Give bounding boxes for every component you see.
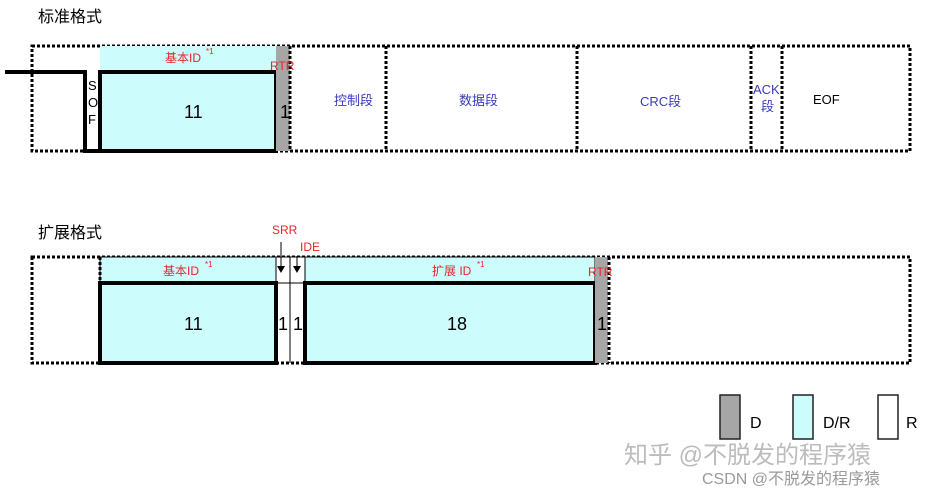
ext-id-sup: *1 xyxy=(477,260,485,269)
standard-format-title: 标准格式 xyxy=(38,8,102,26)
standard-base-id-strip xyxy=(100,46,276,72)
legend-label-dominant-or-recessive: D/R xyxy=(823,415,851,432)
legend-swatch-recessive xyxy=(877,394,899,440)
rtr-label: RTR xyxy=(270,59,295,73)
sof-letter: S xyxy=(88,78,97,93)
eof-field-label: EOF xyxy=(813,92,840,107)
extended-frame: 基本ID *1 11 SRR IDE 1 1 扩展 ID *1 18 RTR 1 xyxy=(30,223,912,365)
ack-field-label-2: 段 xyxy=(761,99,774,114)
standard-frame: S O F 基本ID *1 11 RTR 1 控制段 数据段 CRC段 ACK … xyxy=(5,44,912,153)
legend-label-recessive: R xyxy=(906,415,918,432)
ext-base-id-sup: *1 xyxy=(205,260,213,269)
bus-idle-line xyxy=(5,70,100,153)
crc-field-label: CRC段 xyxy=(640,94,681,109)
rtr-bits: 1 xyxy=(280,102,290,122)
standard-rtr-field xyxy=(276,46,290,151)
legend-swatch-dominant-or-recessive xyxy=(792,394,814,440)
ack-field-label: ACK xyxy=(753,82,780,97)
base-id-sup: *1 xyxy=(206,47,214,56)
base-id-bits: 11 xyxy=(184,102,203,122)
ext-base-id-label: 基本ID xyxy=(163,264,199,278)
srr-arrow-icon xyxy=(277,242,285,273)
ide-arrow-icon xyxy=(293,256,301,273)
extended-rtr-field xyxy=(595,257,608,363)
control-field-label: 控制段 xyxy=(334,93,373,108)
standard-base-id-field xyxy=(98,70,278,153)
ext-id-label: 扩展 ID xyxy=(432,264,472,278)
extended-base-id-field xyxy=(98,281,278,365)
data-field-label: 数据段 xyxy=(459,93,498,108)
sof-letter: F xyxy=(88,112,96,127)
extended-id-strip xyxy=(99,256,596,284)
ext-base-id-bits: 11 xyxy=(184,314,203,334)
sof-letter: O xyxy=(88,95,98,110)
legend-swatch-dominant xyxy=(719,394,741,440)
ext-rtr-label: RTR xyxy=(588,265,613,279)
base-id-label: 基本ID xyxy=(165,51,201,65)
zhihu-watermark: 知乎 @不脱发的程序猿 xyxy=(624,442,871,469)
ide-label: IDE xyxy=(300,240,320,254)
extended-format-title: 扩展格式 xyxy=(38,224,102,242)
ext-rtr-bits: 1 xyxy=(597,314,607,334)
srr-label: SRR xyxy=(272,223,298,237)
legend: D D/R R xyxy=(719,394,918,440)
csdn-watermark: CSDN @不脱发的程序猿 xyxy=(702,470,880,488)
srr-bits: 1 xyxy=(278,314,288,334)
ide-bits: 1 xyxy=(293,314,303,334)
ext-id-bits: 18 xyxy=(447,314,467,334)
legend-label-dominant: D xyxy=(750,415,762,432)
extended-ext-id-field xyxy=(303,281,597,365)
standard-frame-outline xyxy=(30,44,912,153)
